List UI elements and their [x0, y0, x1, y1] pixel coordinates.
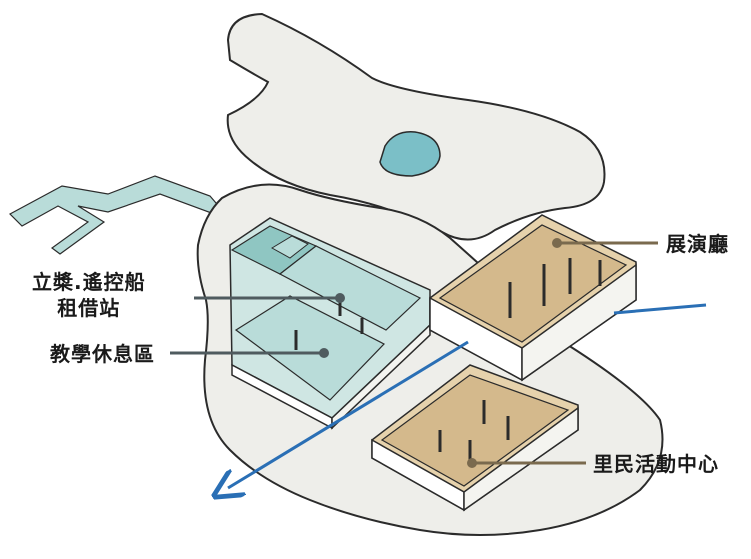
leader-dot-education-area [319, 348, 329, 358]
label-exhibition-hall: 展演廳 [666, 231, 729, 257]
leader-dot-community-center [467, 458, 477, 468]
boardwalk [10, 176, 222, 254]
label-rental-station-line2: 租借站 [57, 295, 120, 321]
label-community-center: 里民活動中心 [593, 451, 719, 477]
label-rental-station-line1: 立槳.遙控船 [32, 269, 146, 295]
label-rental-station: 立槳.遙控船 租借站 [32, 269, 146, 321]
leader-dot-rental-station [335, 293, 345, 303]
leader-dot-exhibition-hall [552, 238, 562, 248]
label-education-rest-area: 教學休息區 [50, 341, 155, 367]
